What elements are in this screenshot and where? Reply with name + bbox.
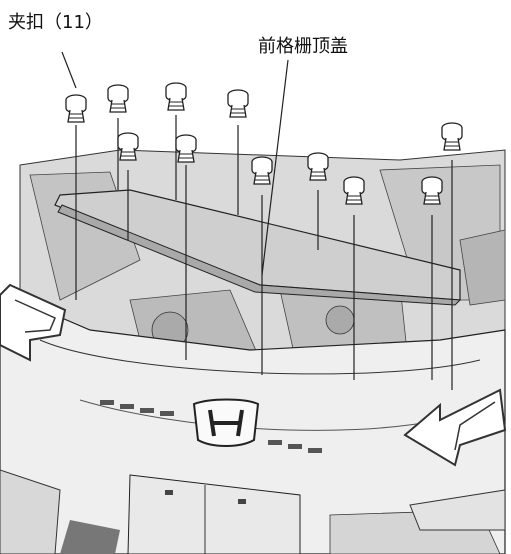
left-headlight <box>0 469 61 554</box>
clip-callout-leader <box>61 51 77 89</box>
clip-6 <box>175 134 197 163</box>
cover-callout-leader <box>261 59 289 276</box>
clip-11 <box>441 122 463 151</box>
right-direction-arrow-icon <box>403 388 507 467</box>
honda-emblem-icon <box>192 398 260 447</box>
clip-1 <box>65 94 87 123</box>
clip-10 <box>421 176 443 205</box>
clip-8 <box>307 152 329 181</box>
clip-leader-lines <box>75 115 453 390</box>
right-headlight <box>409 489 506 531</box>
clip-5 <box>117 132 139 161</box>
grille-top-cover <box>54 189 462 306</box>
grille-cover-callout-label: 前格栅顶盖 <box>258 36 348 57</box>
clip-callout-label: 夹扣（11） <box>8 12 103 33</box>
left-direction-arrow-icon <box>0 283 67 362</box>
clip-7 <box>251 156 273 185</box>
clip-9 <box>343 176 365 205</box>
clip-2 <box>107 84 129 113</box>
clip-4 <box>227 89 249 118</box>
grille-vent-marks <box>100 400 322 453</box>
clip-3 <box>165 82 187 111</box>
